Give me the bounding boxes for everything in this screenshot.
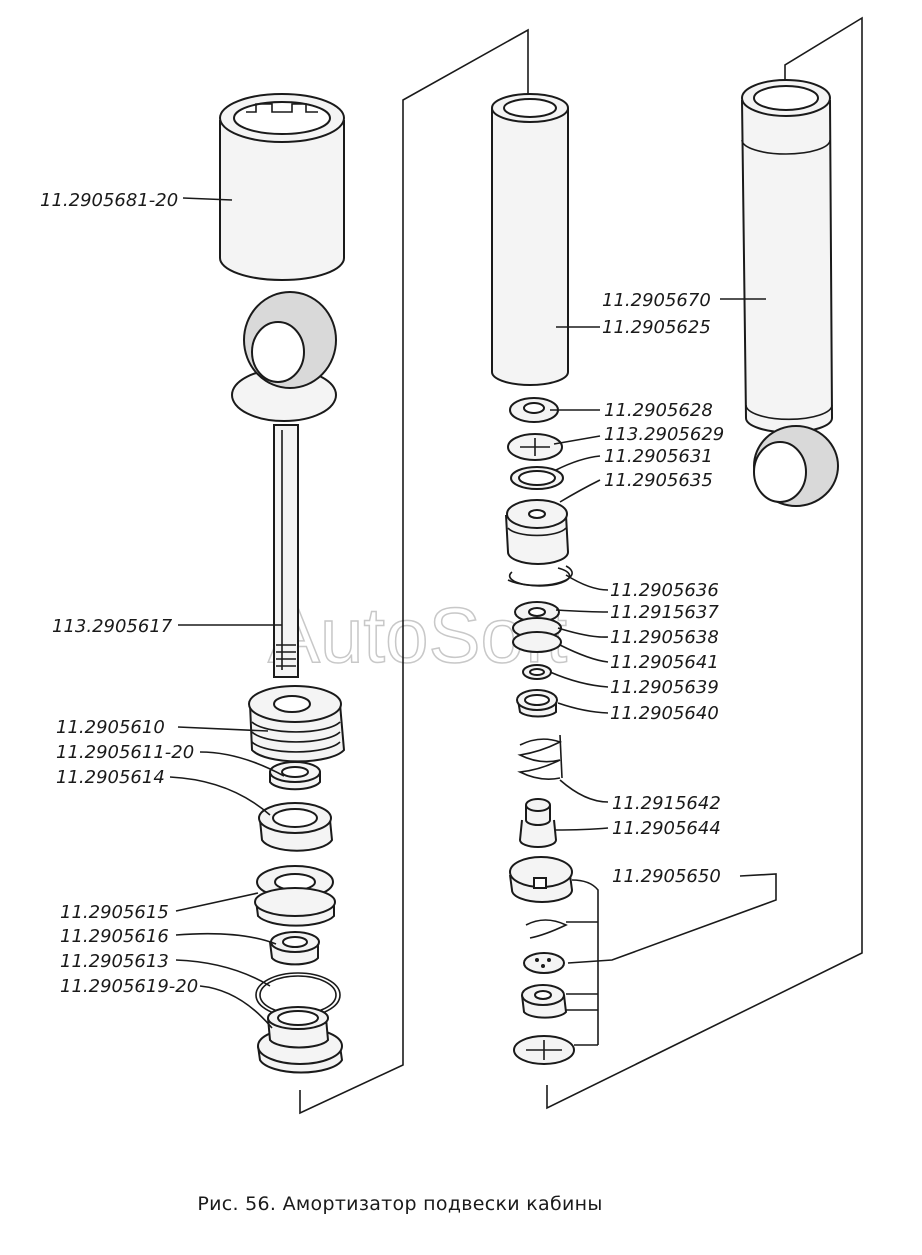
part-bottom-valve-assembly (509, 856, 575, 1065)
part-inner-cylinder (491, 93, 569, 386)
label-11-2905614: 11.2905614 (56, 767, 165, 788)
label-11-2905644: 11.2905644 (612, 818, 721, 839)
part-thin-ring (510, 466, 564, 490)
label-11-2905628: 11.2905628 (604, 400, 713, 421)
label-11-2905619-20: 11.2905619-20 (60, 976, 198, 997)
part-cover-casing (219, 93, 345, 281)
part-bottom-nut (257, 1006, 344, 1074)
part-cup (516, 689, 558, 718)
part-piston (505, 499, 570, 565)
part-number-labels: 11.2905681-20 113.2905617 11.2905610 11.… (40, 190, 724, 997)
label-113-2905617: 113.2905617 (52, 616, 173, 637)
assembly-guide-lines (299, 16, 863, 1115)
part-seal-small (269, 761, 321, 791)
figure-caption: Рис. 56. Амортизатор подвески кабины (197, 1193, 603, 1215)
label-11-2905613: 11.2905613 (60, 951, 169, 972)
part-spring (517, 734, 563, 780)
label-11-2905616: 11.2905616 (60, 926, 169, 947)
part-rod-guide (248, 685, 346, 763)
part-piston-rod (273, 424, 299, 678)
part-washer-large (254, 865, 336, 927)
label-11-2905610: 11.2905610 (56, 717, 165, 738)
label-11-2905631: 11.2905631 (604, 446, 713, 467)
label-11-2905638: 11.2905638 (610, 627, 719, 648)
label-11-2905650: 11.2905650 (612, 866, 721, 887)
part-valve-body (518, 798, 558, 848)
part-valve-ring (269, 931, 320, 966)
label-11-2905640: 11.2905640 (610, 703, 719, 724)
part-outer-tube (741, 79, 839, 507)
part-upper-eye (231, 291, 337, 422)
part-split-ring (507, 565, 573, 587)
label-11-2905615: 11.2905615 (60, 902, 169, 923)
part-seal-housing (258, 802, 334, 852)
label-11-2905641: 11.2905641 (610, 652, 719, 673)
label-11-2905639: 11.2905639 (610, 677, 719, 698)
label-11-2915642: 11.2915642 (612, 793, 721, 814)
label-113-2905629: 113.2905629 (604, 424, 724, 445)
label-11-2905635: 11.2905635 (604, 470, 713, 491)
label-11-2905611-20: 11.2905611-20 (56, 742, 194, 763)
label-11-2905636: 11.2905636 (610, 580, 719, 601)
part-cross-disc (507, 433, 563, 461)
label-11-2905625: 11.2905625 (602, 317, 711, 338)
label-11-2905670: 11.2905670 (602, 290, 711, 311)
label-11-2905681-20: 11.2905681-20 (40, 190, 178, 211)
part-valve-stack (512, 601, 562, 680)
label-11-2915637: 11.2915637 (610, 602, 719, 623)
leader-lines (169, 197, 777, 1046)
